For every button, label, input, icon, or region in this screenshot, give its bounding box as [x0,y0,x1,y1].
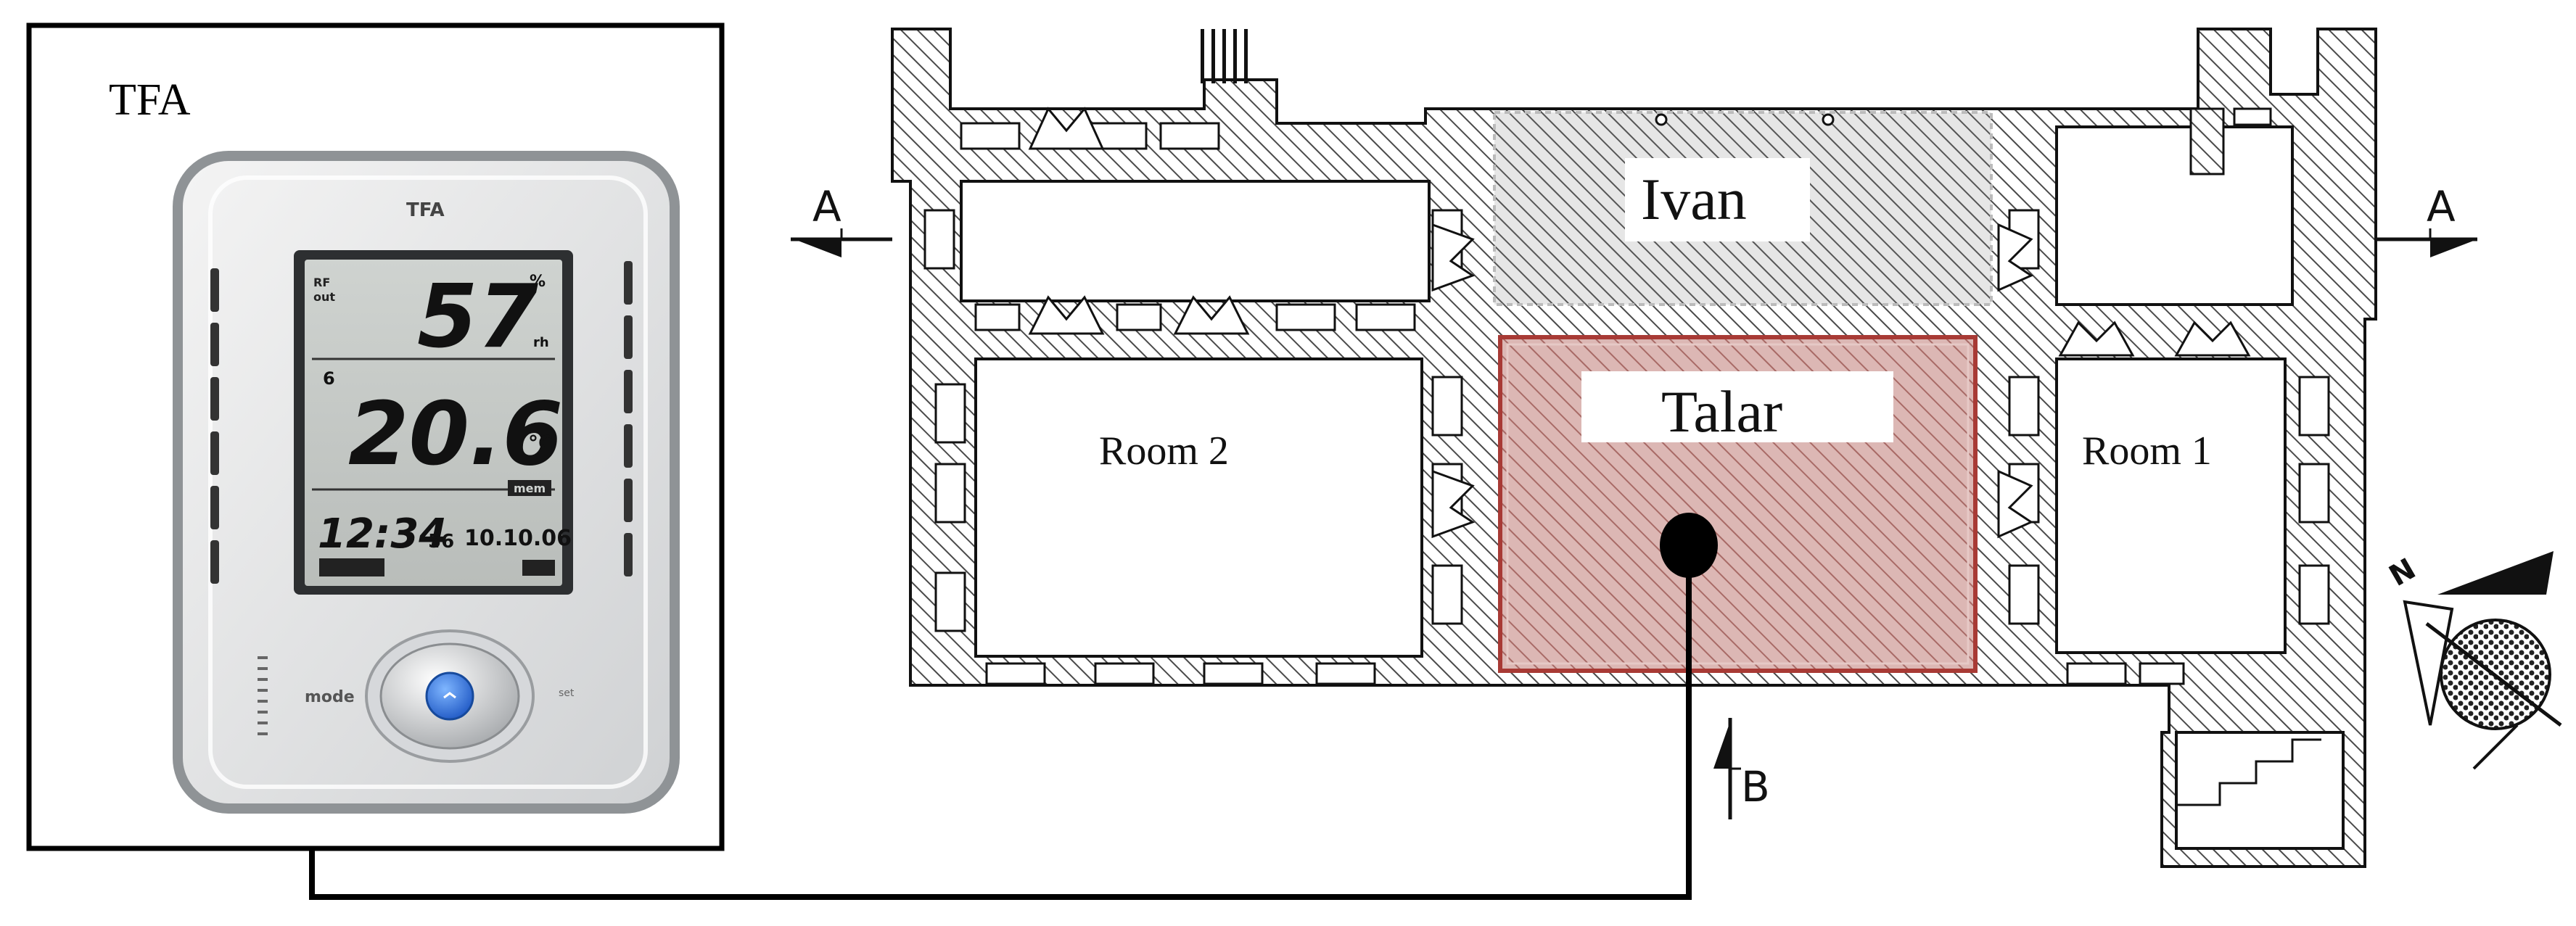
lcd-time: 12:34 [318,510,447,558]
device-panel: TFA TFA RF out 5 [26,22,725,851]
blue-set-button[interactable] [425,671,474,721]
lcd-rf-tag: RF [313,276,330,289]
section-marker-a-left: A [791,182,892,257]
sensor-connector [309,513,1718,900]
lcd-temperature-unit: °C [528,431,554,455]
lcd-temperature-value: 20.6 [348,384,563,485]
talar-label: Talar [1661,379,1782,445]
compass-n-label: N [2384,552,2421,593]
lcd-display: RF out 57 % rh 6 20.6 °C mem 12:34 56 10… [294,250,573,595]
left-vents [210,268,219,584]
lcd-mem-label: mem [514,481,546,495]
lcd-humidity-rh: rh [533,335,549,350]
section-a-left-label: A [812,182,841,231]
court-interior [2055,125,2294,306]
mode-button-label: mode [305,688,355,706]
lcd-channel: 6 [323,368,335,389]
room-1-label: Room 1 [2082,429,2212,474]
lcd-seconds: 56 [428,531,454,553]
side-scale [258,656,268,735]
device-control-pad[interactable] [365,629,535,763]
door-swings [1028,107,2251,539]
section-a-right-label: A [2427,182,2456,231]
device-brand-label: TFA [109,75,191,125]
room-2-label: Room 2 [1099,429,1229,474]
north-compass-icon: N [2384,551,2562,770]
sensor-location-dot [1660,513,1718,578]
floor-plan: Ivan Talar Room 2 Room 1 A A B [791,28,2562,868]
ivan-label: Ivan [1641,166,1747,232]
stair-cell [2175,731,2345,850]
stair-steps [2176,738,2321,806]
wall-marks [1201,29,2225,175]
right-vents [624,261,633,576]
room-2-interior [974,357,1423,658]
set-button-label: set [559,687,575,699]
device-logo: TFA [406,199,445,221]
corridor-interior [960,180,1431,302]
room-1-interior [2055,357,2287,654]
lcd-humidity-value: 57 [417,267,538,368]
lcd-date: 10.10.06 [464,526,572,551]
section-b-label: B [1741,762,1770,811]
section-marker-b: B [1713,718,1770,819]
lcd-humidity-unit: % [530,273,546,291]
section-marker-a-right: A [2376,182,2477,257]
lcd-out-tag: out [313,290,335,304]
